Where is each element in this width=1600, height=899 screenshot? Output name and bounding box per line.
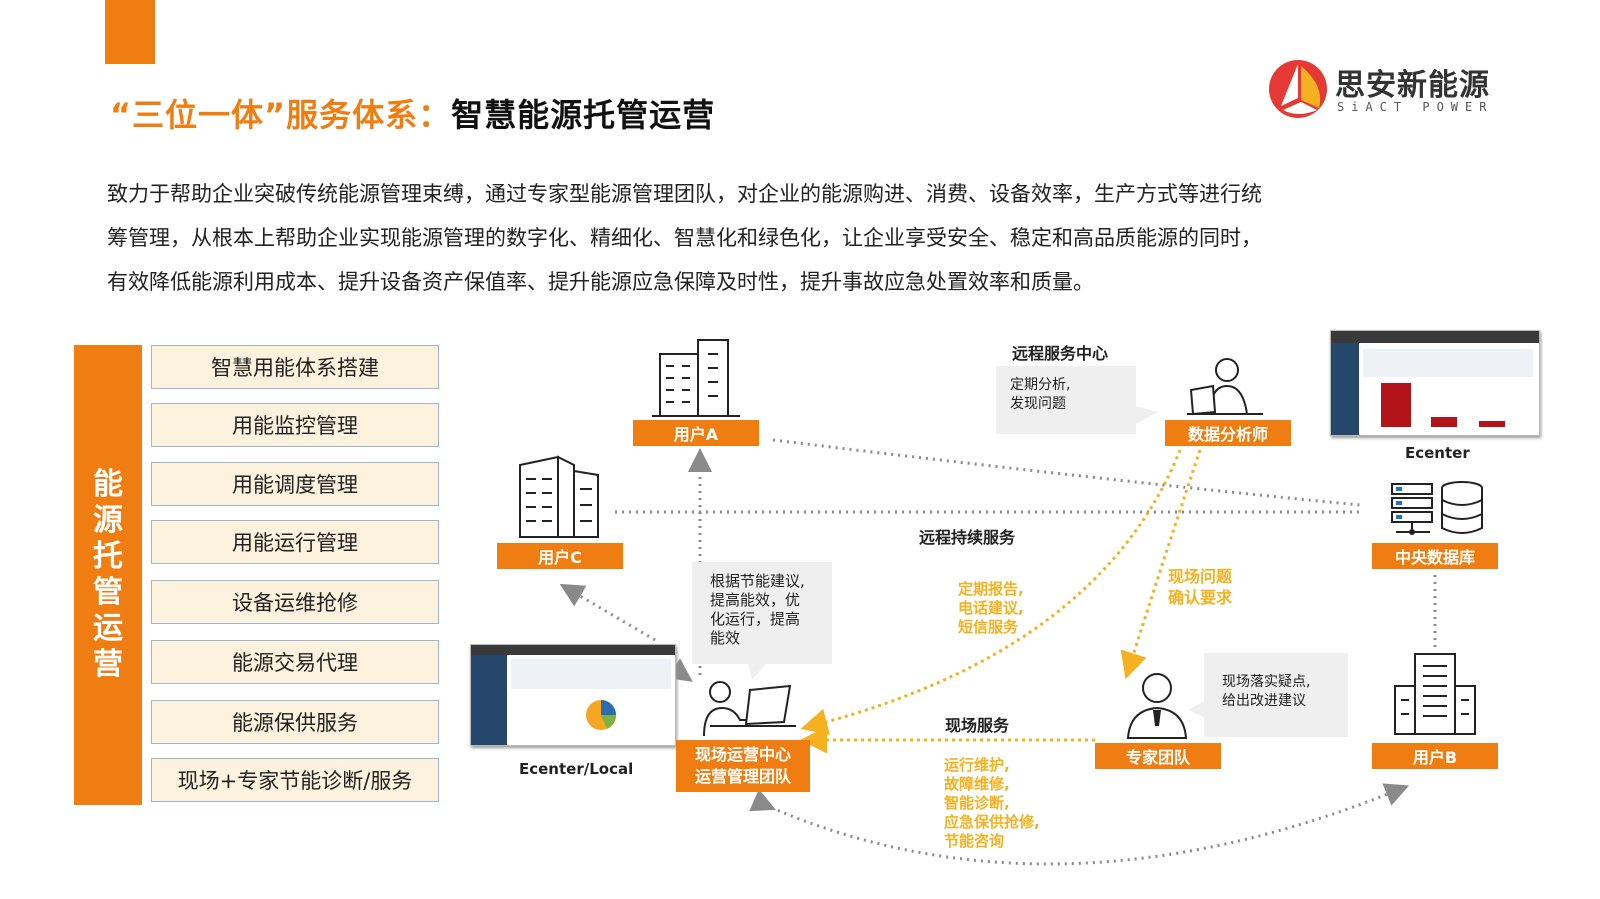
bubble-tail-icon: [748, 664, 766, 680]
label-char: 运: [93, 611, 123, 646]
bubble-line: 发现问题: [1010, 396, 1066, 412]
user-b-label: 用户B: [1372, 743, 1498, 769]
annotation-line: 短信服务: [958, 618, 1019, 636]
annotation-line: 运行维护,: [944, 756, 1010, 774]
bubble-line: 能效: [710, 629, 741, 647]
issues-annotation: 现场问题 确认要求: [1168, 566, 1232, 608]
service-item: 现场+专家节能诊断/服务: [151, 758, 439, 802]
ecenter-label: Ecenter: [1405, 444, 1470, 462]
intro-line-3: 有效降低能源利用成本、提升设备资产保值率、提升能源应急保障及时性，提升事故应急处…: [107, 270, 1094, 294]
pie-chart-icon: [586, 700, 617, 730]
annotation-line: 确认要求: [1168, 588, 1233, 607]
central-database-label: 中央数据库: [1372, 543, 1498, 569]
service-item: 设备运维抢修: [151, 580, 439, 624]
ecenter-screenshot: [1330, 330, 1540, 436]
energy-hosting-label: 能 源 托 管 运 营: [74, 345, 142, 805]
bubble-line: 现场落实疑点,: [1222, 674, 1311, 690]
annotation-line: 定期报告,: [958, 580, 1024, 598]
bubble-line: 给出改进建议: [1222, 693, 1306, 709]
link-ecenter-userc: [559, 583, 656, 642]
building-icon: [652, 339, 740, 417]
label-char: 管: [93, 575, 123, 610]
screen-sidebar: [471, 655, 507, 745]
ops-speech-bubble: 根据节能建议, 提高能效，优 化运行，提高 能效: [692, 562, 832, 664]
database-server-icon: [1391, 481, 1483, 535]
user-a-label: 用户A: [633, 420, 759, 446]
service-item: 用能调度管理: [151, 462, 439, 506]
screen-titlebar: [1331, 331, 1539, 343]
expert-speech-bubble: 现场落实疑点, 给出改进建议: [1204, 653, 1348, 737]
ops-center-line-1: 现场运营中心: [694, 745, 791, 764]
annotation-line: 智能诊断,: [944, 794, 1010, 812]
building-icon: [519, 455, 599, 538]
bubble-tail-icon: [1136, 406, 1158, 424]
ops-center-line-2: 运营管理团队: [694, 767, 791, 786]
link-analyst-ops: [800, 449, 1182, 735]
screen-titlebar: [471, 645, 675, 655]
link-usera-db: [772, 438, 1361, 507]
logo-mark-icon: [1269, 60, 1327, 118]
service-item: 能源保供服务: [151, 700, 439, 744]
label-char: 营: [93, 647, 123, 682]
label-char: 源: [93, 503, 123, 538]
bubble-line: 提高能效，优: [710, 591, 801, 609]
bubble-line: 化运行，提高: [710, 610, 801, 628]
title-orange-part: “三位一体”服务体系：: [110, 96, 452, 134]
remote-continuous-service-label: 远程持续服务: [919, 528, 1016, 547]
link-ops-userb: [749, 783, 1410, 866]
ops-center-label: 现场运营中心 运营管理团队: [676, 740, 810, 792]
logo-english-name: SiACT POWER: [1337, 100, 1494, 114]
data-analyst-icon: [1187, 358, 1263, 416]
analyst-speech-bubble: 定期分析, 发现问题: [996, 366, 1136, 434]
ecenter-local-screenshot: [470, 644, 676, 746]
page-title: “三位一体”服务体系：智慧能源托管运营: [110, 90, 715, 136]
service-item: 用能监控管理: [151, 403, 439, 447]
screen-bar-1: [1381, 383, 1411, 427]
intro-line-2: 筹管理，从根本上帮助企业实现能源管理的数字化、精细化、智慧化和绿色化，让企业享受…: [107, 226, 1262, 250]
screen-bar-2: [1431, 417, 1457, 427]
annotation-line: 应急保供抢修,: [944, 813, 1040, 831]
expert-person-icon: [1126, 673, 1188, 739]
bubble-tail-icon: [1188, 700, 1206, 718]
operator-desk-icon: [703, 681, 796, 737]
annotation-line: 节能咨询: [944, 832, 1005, 850]
annotation-line: 现场问题: [1168, 567, 1233, 586]
label-char: 能: [93, 467, 123, 502]
intro-line-1: 致力于帮助企业突破传统能源管理束缚，通过专家型能源管理团队，对企业的能源购进、消…: [107, 182, 1262, 206]
ops-services-annotation: 运行维护, 故障维修, 智能诊断, 应急保供抢修, 节能咨询: [944, 756, 1040, 851]
service-item: 用能运行管理: [151, 520, 439, 564]
data-analyst-label: 数据分析师: [1165, 420, 1291, 446]
remote-service-center-label: 远程服务中心: [1012, 344, 1109, 363]
logo-chinese-name: 思安新能源: [1335, 68, 1490, 103]
annotation-line: 电话建议,: [958, 599, 1024, 617]
title-black-part: 智慧能源托管运营: [451, 96, 716, 134]
annotation-line: 故障维修,: [944, 775, 1010, 793]
bubble-line: 根据节能建议,: [710, 572, 805, 590]
user-c-label: 用户C: [497, 543, 623, 569]
service-item: 智慧用能体系搭建: [151, 345, 439, 389]
expert-team-label: 专家团队: [1095, 743, 1221, 769]
bubble-line: 定期分析,: [1010, 377, 1071, 393]
onsite-service-label: 现场服务: [945, 716, 1010, 735]
reports-annotation: 定期报告, 电话建议, 短信服务: [958, 580, 1024, 637]
screen-bar-3: [1479, 421, 1505, 427]
top-accent-bar: [105, 0, 155, 64]
ecenter-local-label: Ecenter/Local: [519, 760, 634, 778]
screen-sidebar: [1331, 343, 1359, 435]
screen-table: [1363, 349, 1533, 377]
intro-paragraph: 致力于帮助企业突破传统能源管理束缚，通过专家型能源管理团队，对企业的能源购进、消…: [107, 172, 1497, 304]
link-analyst-expert: [1120, 449, 1202, 680]
building-icon: [1394, 653, 1476, 735]
screen-table: [511, 659, 671, 689]
service-item: 能源交易代理: [151, 640, 439, 684]
company-logo: 思安新能源 SiACT POWER: [1265, 56, 1505, 126]
label-char: 托: [93, 539, 123, 574]
